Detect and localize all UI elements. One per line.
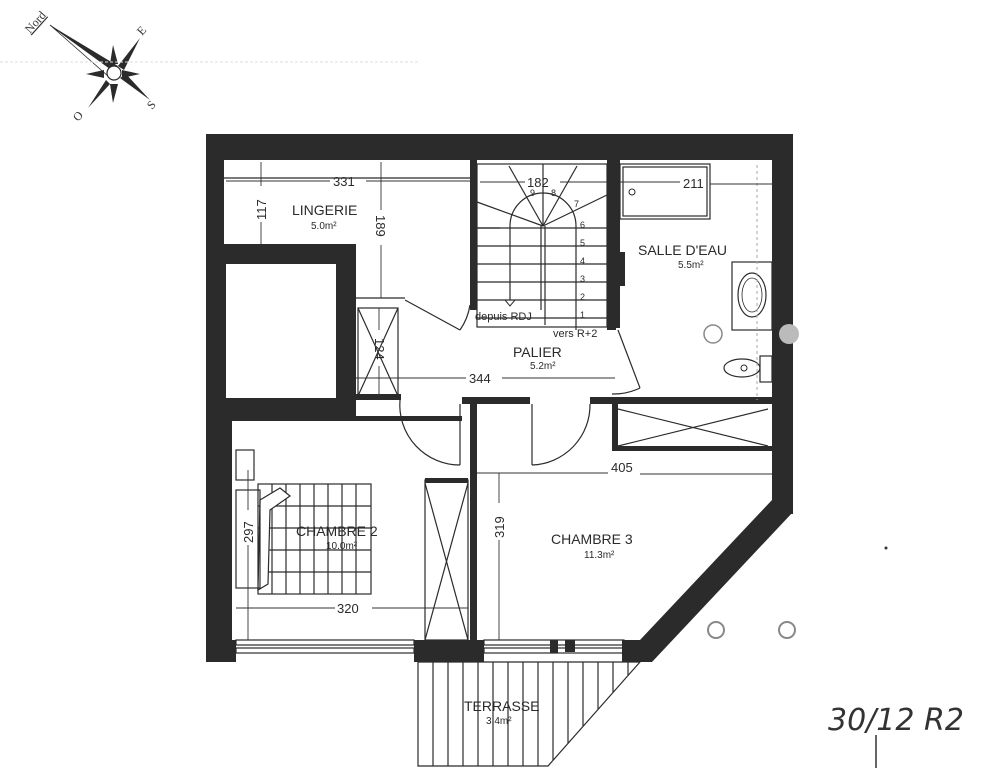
- dim-chambre2-width: 320: [337, 601, 359, 616]
- dim-lingerie-height-right: 189: [373, 215, 388, 237]
- salle-deau-fixtures: [619, 163, 799, 400]
- dim-chambre2-height: 297: [241, 521, 256, 543]
- dim-lingerie-height-left: 117: [254, 199, 269, 220]
- handwritten-annotation: 30/12 R2: [828, 703, 964, 738]
- step-number: 7: [574, 199, 579, 209]
- step-number: 6: [580, 220, 585, 230]
- step-number: 9: [530, 188, 535, 198]
- step-number: 8: [551, 188, 556, 198]
- room-area-terrasse: 3.4m²: [486, 716, 512, 727]
- room-area-lingerie: 5.0m²: [311, 221, 337, 232]
- exterior-marker-icon: [707, 621, 725, 639]
- room-name-lingerie: LINGERIE: [292, 202, 357, 218]
- room-name-palier: PALIER: [513, 344, 562, 360]
- dim-closet-height: 124: [372, 338, 387, 360]
- dim-chambre3-height: 319: [492, 516, 507, 538]
- dim-palier-width: 344: [469, 371, 491, 386]
- step-number: 2: [580, 292, 585, 302]
- compass-south-label: S: [144, 98, 159, 112]
- dimension-lines: [226, 162, 772, 640]
- step-number: 5: [580, 238, 585, 248]
- exterior-marker-icon: [778, 621, 796, 639]
- dim-chambre3-width: 405: [611, 460, 633, 475]
- stair-walls: [470, 160, 620, 330]
- doors: [399, 252, 641, 466]
- room-name-chambre3: CHAMBRE 3: [551, 531, 633, 547]
- stairs-to-label: vers R+2: [553, 328, 597, 340]
- room-area-salle-deau: 5.5m²: [678, 260, 704, 271]
- bed: [235, 449, 372, 595]
- dim-lingerie-width: 331: [333, 174, 355, 189]
- chambre2-closet: [424, 478, 469, 641]
- stairs-from-label: depuis RDJ: [475, 311, 532, 323]
- step-number: 1: [580, 310, 585, 320]
- compass-east-label: E: [134, 23, 149, 38]
- room-area-chambre2: 10.0m²: [326, 541, 358, 552]
- staircase: 1 2 3 4 5 6 7 8 9 depuis RDJ vers R+2: [475, 163, 608, 340]
- scan-speck: [884, 546, 888, 550]
- compass-north-label: Nord: [22, 8, 49, 36]
- room-name-chambre2: CHAMBRE 2: [296, 523, 378, 539]
- compass-west-label: O: [70, 108, 86, 124]
- room-area-palier: 5.2m²: [530, 361, 556, 372]
- palier-closet: [357, 307, 399, 397]
- room-name-terrasse: TERRASSE: [464, 698, 539, 714]
- step-number: 4: [580, 256, 585, 266]
- duct-block: [206, 244, 356, 419]
- compass-rose-icon: Nord E S O: [22, 8, 159, 124]
- dim-salle-deau-width: 211: [683, 176, 704, 191]
- room-name-salle-deau: SALLE D'EAU: [638, 242, 727, 258]
- terrasse: [417, 661, 642, 767]
- dim-stair-width: 182: [527, 175, 549, 190]
- hall-closet: [617, 408, 769, 447]
- exterior-walls: [206, 134, 793, 662]
- interior-walls: [232, 394, 773, 661]
- room-area-chambre3: 11.3m²: [584, 550, 615, 561]
- step-number: 3: [580, 274, 585, 284]
- windows: [235, 639, 625, 654]
